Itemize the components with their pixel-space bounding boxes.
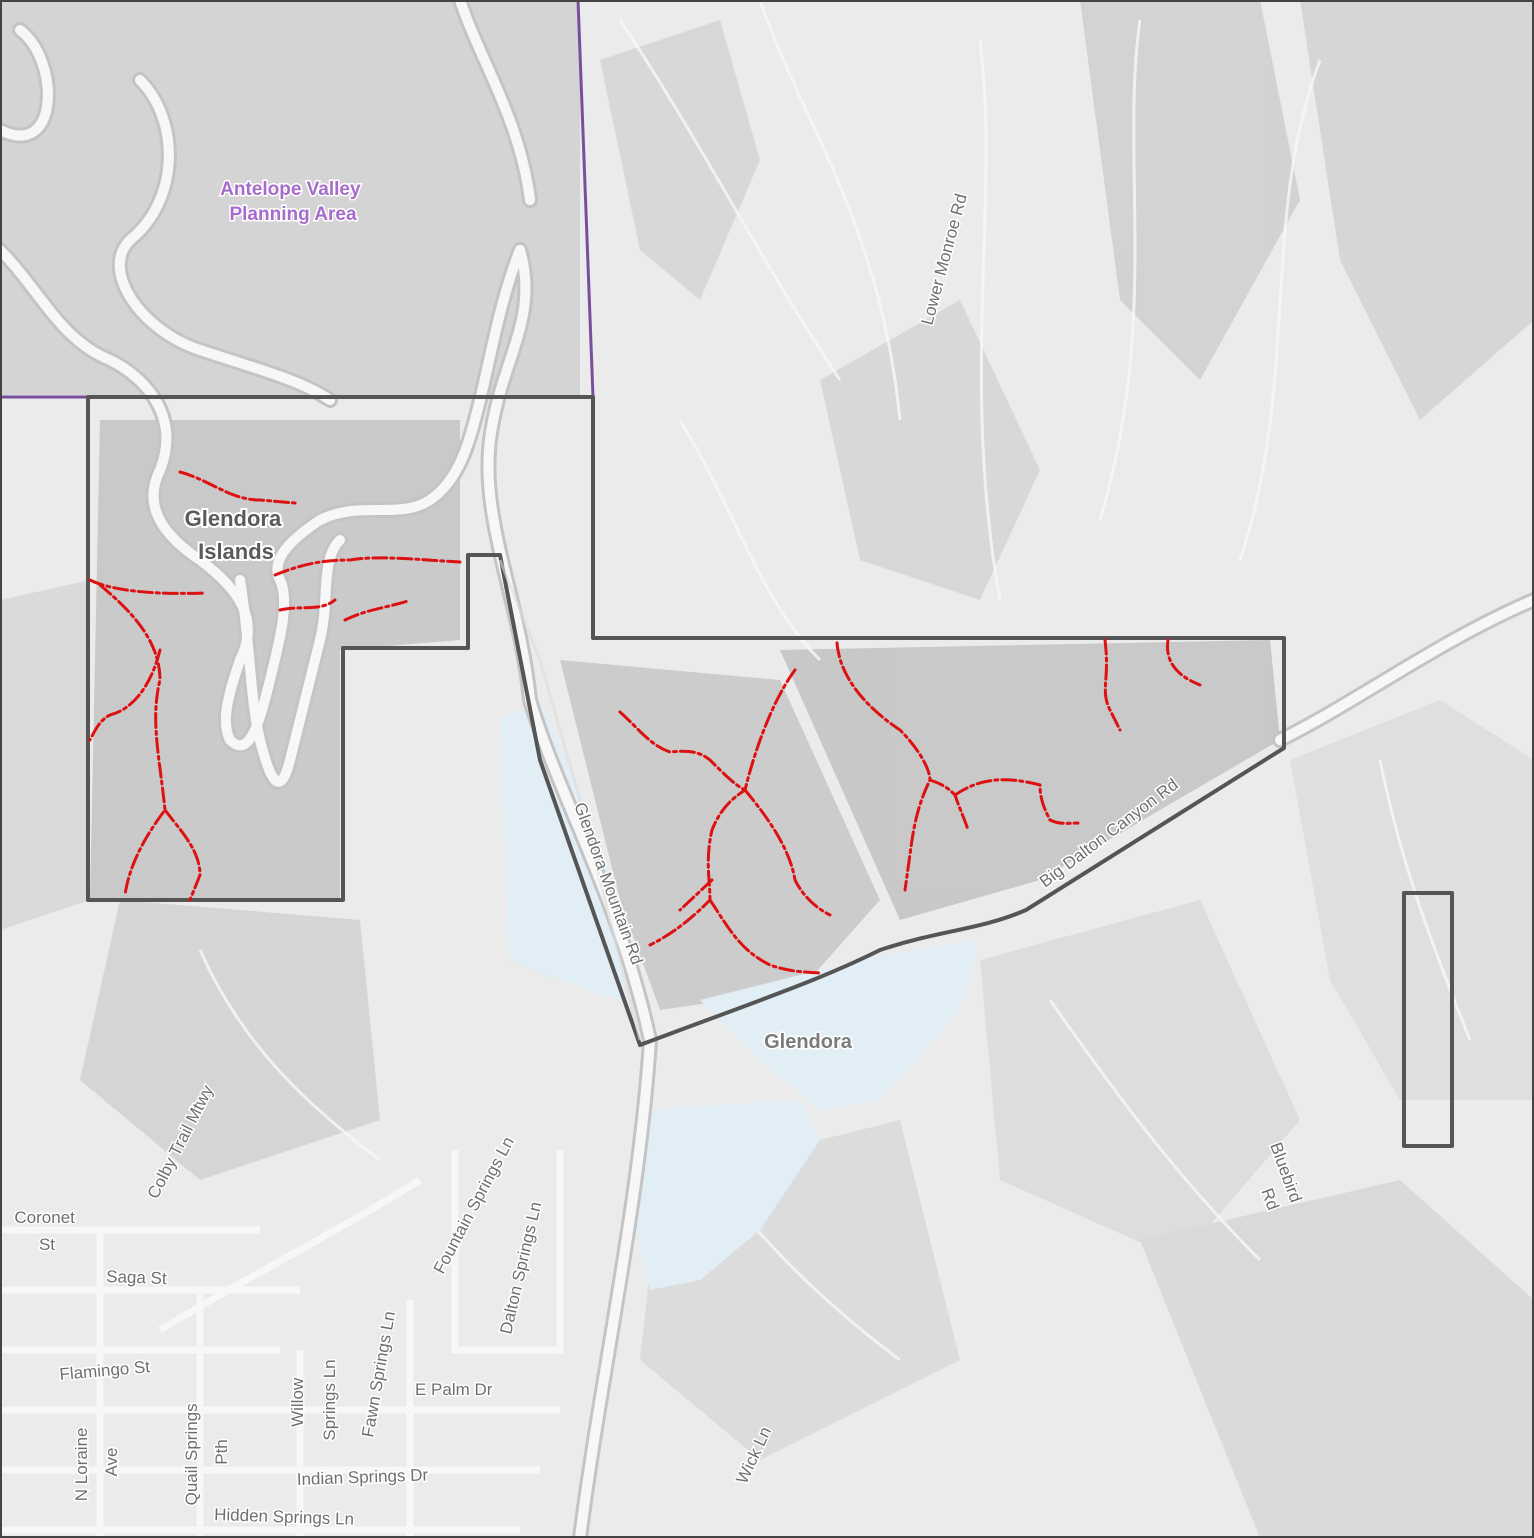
glendora-islands-boundary[interactable]: [86, 395, 1286, 1047]
willow-springs-ln-label-line2: Springs Ln: [320, 1359, 339, 1440]
n-loraine-ave-label-line2: Ave: [102, 1448, 121, 1477]
glendora-islands-label-line1: Glendora: [185, 506, 282, 531]
willow-springs-ln-label: Willow Springs Ln: [288, 1359, 339, 1440]
planning-area-label-line2: Planning Area: [229, 204, 356, 225]
quail-springs-pth-label-line1: Quail Springs: [182, 1403, 201, 1505]
coronet-st-label-line2: St: [39, 1235, 55, 1254]
east-parcel-boundary[interactable]: [1402, 891, 1454, 1148]
area-boundaries[interactable]: [86, 395, 1454, 1148]
quail-springs-pth-label: Quail Springs Pth: [182, 1399, 231, 1506]
coronet-st-label-line1: Coronet: [14, 1208, 75, 1227]
quail-springs-pth-label-line2: Pth: [212, 1439, 231, 1465]
streams[interactable]: [88, 470, 1202, 975]
n-loraine-ave-label: N Loraine Ave: [72, 1423, 121, 1501]
planning-area-label-line1: Antelope Valley: [220, 179, 361, 200]
glendora-islands-label: Glendora Islands: [185, 506, 288, 564]
willow-springs-ln-label-line1: Willow: [288, 1377, 307, 1427]
glendora-city-label: Glendora: [764, 1031, 853, 1053]
glendora-islands-label-line2: Islands: [198, 539, 274, 564]
planning-area-label: Antelope Valley Planning Area: [220, 179, 366, 225]
n-loraine-ave-label-line1: N Loraine: [72, 1428, 91, 1502]
boundary-roads: [498, 559, 642, 1041]
coronet-st-label: Coronet St: [14, 1208, 79, 1254]
street-grid: [0, 1150, 564, 1538]
e-palm-dr-label: E Palm Dr: [415, 1380, 493, 1399]
saga-st-label: Saga St: [106, 1267, 167, 1288]
